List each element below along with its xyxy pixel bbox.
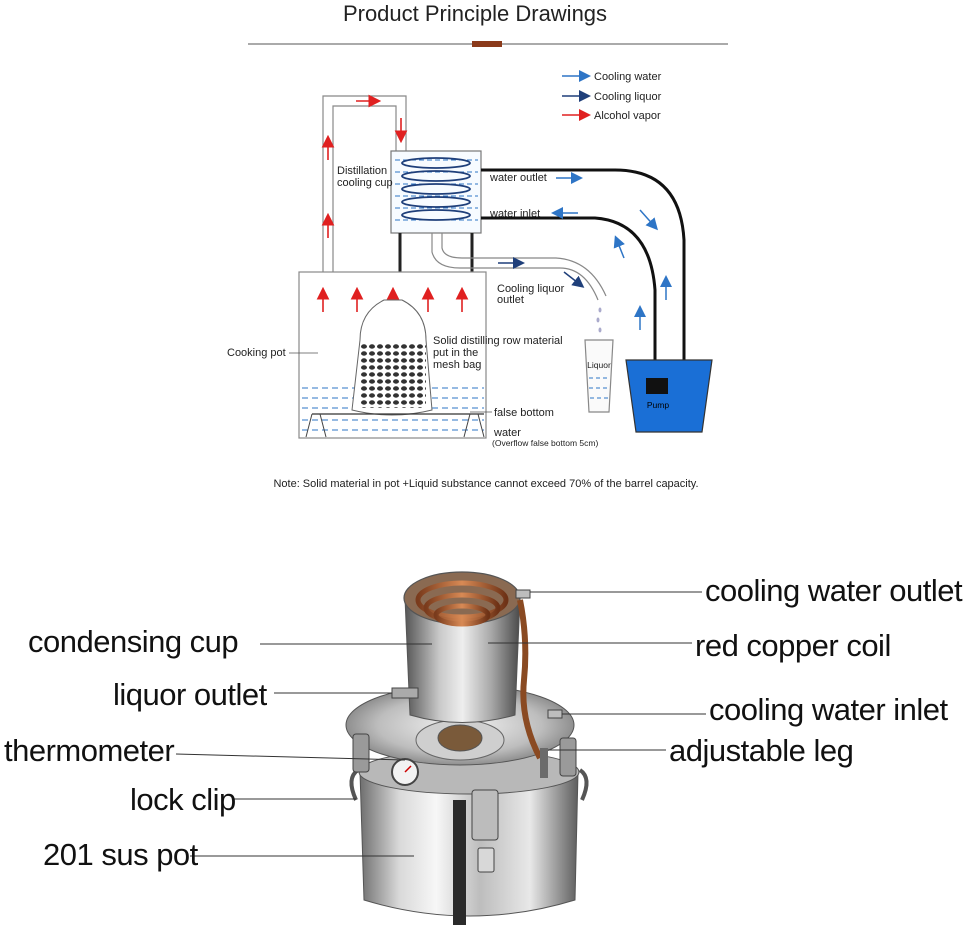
principle-diagram: Distillation cooling cup water outlet wa… <box>227 94 713 490</box>
liquor-outlet-nozzle <box>391 687 419 699</box>
lock-clip-left <box>352 733 370 773</box>
water-outlet-nozzle <box>515 589 531 599</box>
condensing-coil <box>401 157 471 221</box>
label-liquor-outlet: liquor outlet <box>113 677 268 712</box>
lock-clip-front-lower <box>477 847 495 873</box>
capacity-note: Note: Solid material in pot +Liquid subs… <box>273 478 698 490</box>
adjustable-leg <box>540 748 548 778</box>
label-false-bottom: false bottom <box>494 407 554 419</box>
legend-label-water: Cooling water <box>594 71 662 83</box>
liquor-glass <box>584 339 614 413</box>
leader-thermometer <box>175 753 406 761</box>
label-liquor: Liquor <box>587 360 611 370</box>
label-cooling-water-outlet: cooling water outlet <box>705 573 963 608</box>
lock-clip-front <box>471 789 499 841</box>
lid-port <box>437 724 483 752</box>
label-overflow: (Overflow false bottom 5cm) <box>492 438 598 448</box>
pot-seam <box>453 800 466 925</box>
label-condensing-cup: condensing cup <box>28 624 238 659</box>
label-liquor-outlet-2: outlet <box>497 294 524 306</box>
label-mesh-bag-3: mesh bag <box>433 359 481 371</box>
label-mesh-bag-1: Solid distilling row material <box>433 335 563 347</box>
vapor-pipe-inner <box>332 105 397 272</box>
pump-bucket <box>625 359 713 433</box>
thermometer-needle <box>404 765 412 773</box>
pot-handle-right <box>578 768 589 801</box>
legend-label-vapor: Alcohol vapor <box>594 110 661 122</box>
legend-label-liquor: Cooling liquor <box>594 91 662 103</box>
label-distillation-cup-2: cooling cup <box>337 177 393 189</box>
liquor-glass-level <box>589 377 609 399</box>
pump-body <box>646 378 668 394</box>
label-red-copper-coil: red copper coil <box>695 628 891 663</box>
label-water: water <box>493 427 521 439</box>
vapor-pipe-outer <box>322 95 407 272</box>
product-labels: cooling water outlet condensing cup red … <box>4 573 963 872</box>
product-illustration <box>345 571 589 925</box>
liquor-drops <box>596 307 602 333</box>
label-mesh-bag-2: put in the <box>433 347 478 359</box>
liquor-tube-outer <box>431 233 599 301</box>
water-arrow <box>639 209 658 231</box>
water-inlet-nozzle <box>547 709 563 719</box>
label-cooking-pot: Cooking pot <box>227 347 286 359</box>
label-pump: Pump <box>647 400 669 410</box>
lock-clip-right <box>559 737 577 777</box>
outlet-hose <box>481 168 686 420</box>
pot-handle-left <box>349 768 360 801</box>
false-bottom-legs <box>305 413 485 438</box>
label-sus-pot: 201 sus pot <box>43 837 199 872</box>
condensing-cup <box>404 597 521 723</box>
liquor-arrow <box>563 271 585 288</box>
label-liquor-outlet-1: Cooling liquor <box>497 283 565 295</box>
label-water-inlet: water inlet <box>489 208 540 220</box>
liquor-tube-inner <box>441 233 607 297</box>
label-distillation-cup-1: Distillation <box>337 165 387 177</box>
water-arrow <box>613 235 625 259</box>
inlet-hose <box>481 216 657 380</box>
label-adjustable-leg: adjustable leg <box>669 733 853 768</box>
pot-body <box>359 771 579 917</box>
legend: Cooling water Cooling liquor Alcohol vap… <box>562 70 662 122</box>
label-thermometer: thermometer <box>4 733 174 768</box>
mesh-bag-material <box>360 342 426 408</box>
label-water-outlet: water outlet <box>489 172 547 184</box>
page-title: Product Principle Drawings <box>343 1 607 26</box>
title-accent <box>472 41 502 47</box>
copper-tube <box>517 599 543 760</box>
copper-coil <box>415 580 509 627</box>
label-cooling-water-inlet: cooling water inlet <box>709 692 949 727</box>
label-lock-clip: lock clip <box>130 782 236 817</box>
